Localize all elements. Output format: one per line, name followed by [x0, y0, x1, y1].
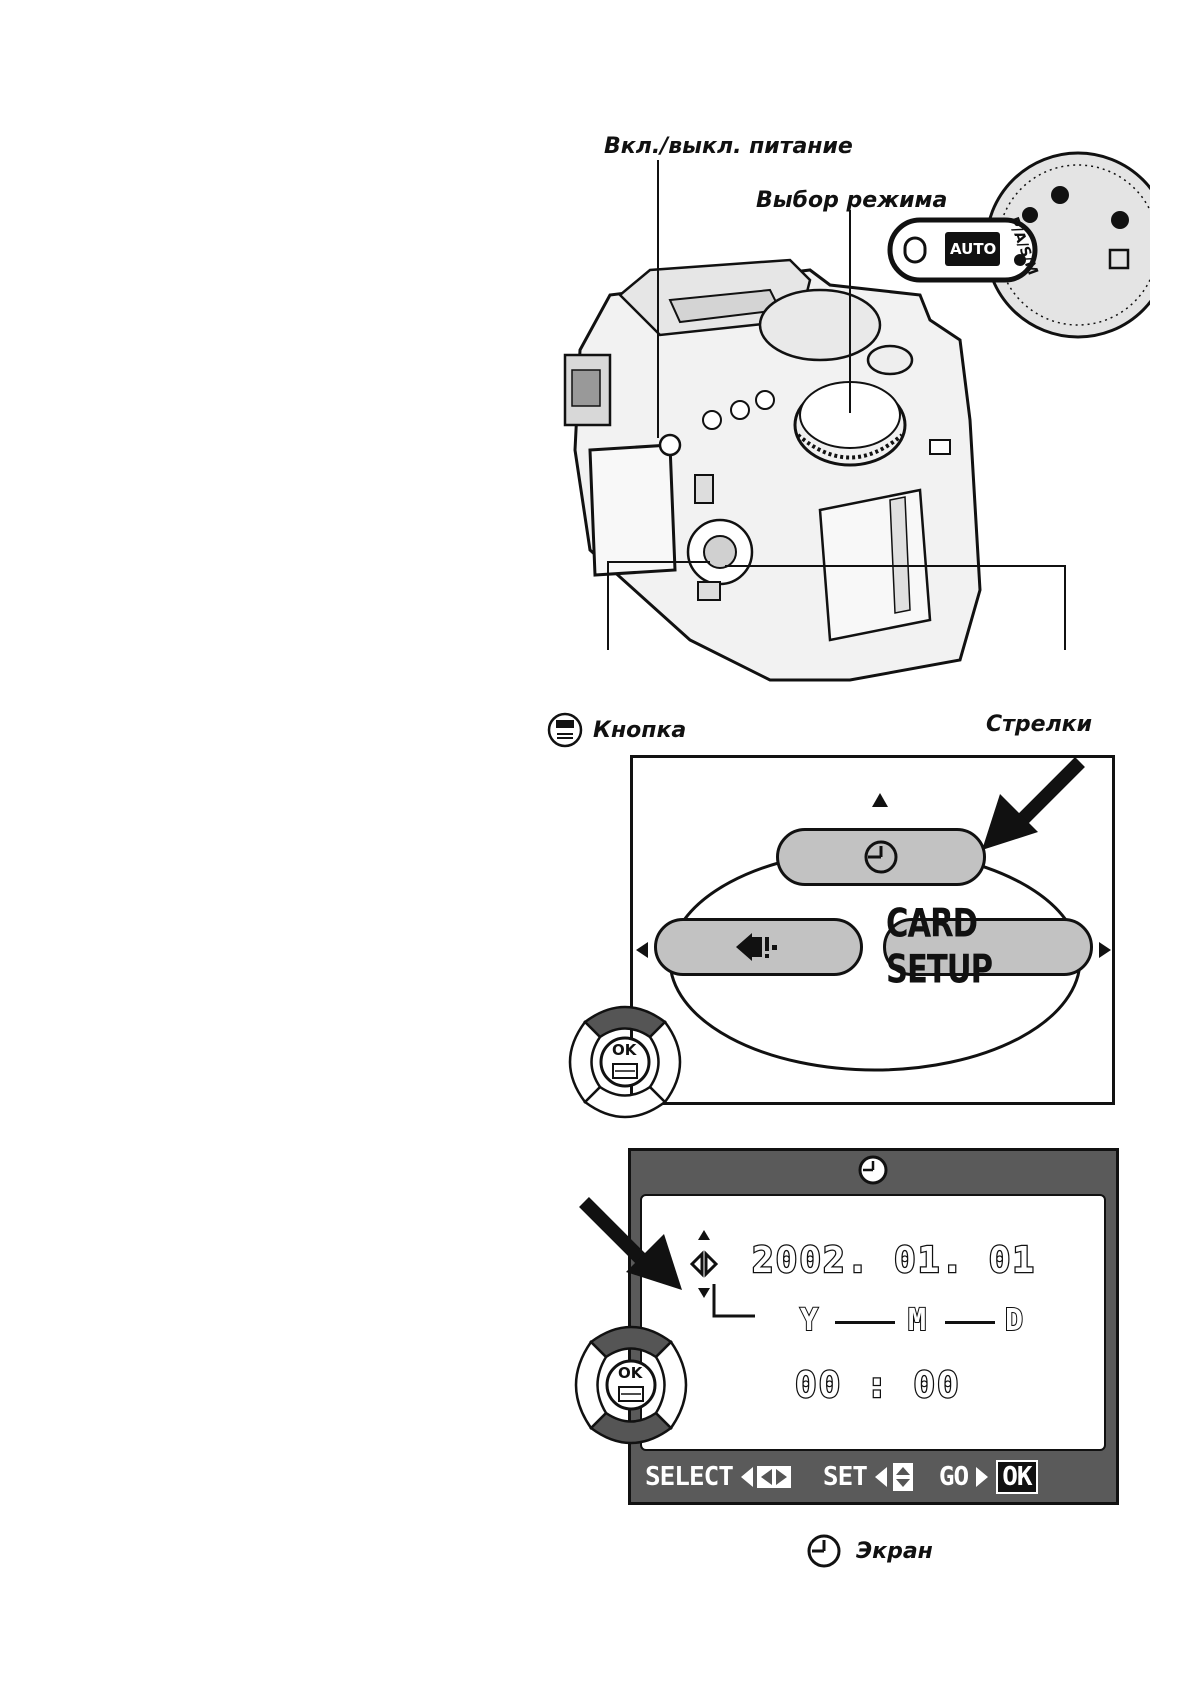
- clock-menu-item[interactable]: [776, 828, 986, 886]
- ok-button-label: Кнопка: [593, 717, 687, 743]
- date-value: 2002. 01. 01: [751, 1239, 1037, 1283]
- caption-label: Экран: [856, 1538, 933, 1564]
- ymd-day: D: [1004, 1302, 1024, 1339]
- arrow-up-indicator: [872, 793, 888, 807]
- ymd-year: Y: [799, 1302, 819, 1339]
- date-cursor: [689, 1230, 755, 1318]
- go-hint: GO: [938, 1462, 969, 1492]
- dial-auto-text: AUTO: [950, 240, 997, 258]
- power-switch-label: Вкл./выкл. питание: [604, 134, 853, 159]
- go-arrow-icon: [976, 1467, 989, 1487]
- clock-header-icon: [858, 1155, 888, 1185]
- ok-pad-bottom: [574, 1325, 688, 1445]
- card-setup-label: CARD SETUP: [886, 901, 993, 993]
- go-ok-label: OK: [1002, 1462, 1032, 1492]
- mode-dial-label: Выбор режима: [756, 188, 948, 213]
- ok-pad-top-ok: OK: [612, 1041, 637, 1059]
- ymd-month: M: [907, 1302, 927, 1339]
- caption-clock-icon: [807, 1534, 841, 1568]
- ok-menu-icon: [547, 712, 583, 748]
- select-hint: SELECT: [645, 1462, 734, 1492]
- card-setup-menu-item[interactable]: CARD SETUP: [883, 901, 1093, 993]
- clock-icon: [864, 840, 898, 874]
- pointer-arrow-date: [579, 1197, 682, 1290]
- ok-button-caption: Кнопка: [547, 712, 686, 748]
- ymd-line-1: [835, 1321, 895, 1324]
- set-hint: SET: [822, 1462, 868, 1492]
- clock-screen-caption: Экран: [806, 1533, 933, 1569]
- language-icon: [735, 933, 777, 961]
- select-leftright-icon: [740, 1466, 791, 1488]
- pointer-arrow-menu: [982, 757, 1085, 850]
- arrow-keys-label: Стрелки: [986, 712, 1093, 737]
- language-menu-item[interactable]: [654, 918, 863, 976]
- ok-pad-bottom-ok: OK: [618, 1364, 643, 1382]
- go-ok-box: OK: [996, 1460, 1038, 1494]
- ok-pad-top: [568, 1005, 682, 1119]
- camera-figure: [550, 120, 1172, 760]
- time-value: 00 : 00: [794, 1364, 961, 1408]
- set-updown-icon: [874, 1463, 913, 1491]
- ymd-line-2: [945, 1321, 995, 1324]
- camera-illustration: [563, 151, 1172, 682]
- status-bar: SELECT SET GO OK: [633, 1453, 1114, 1501]
